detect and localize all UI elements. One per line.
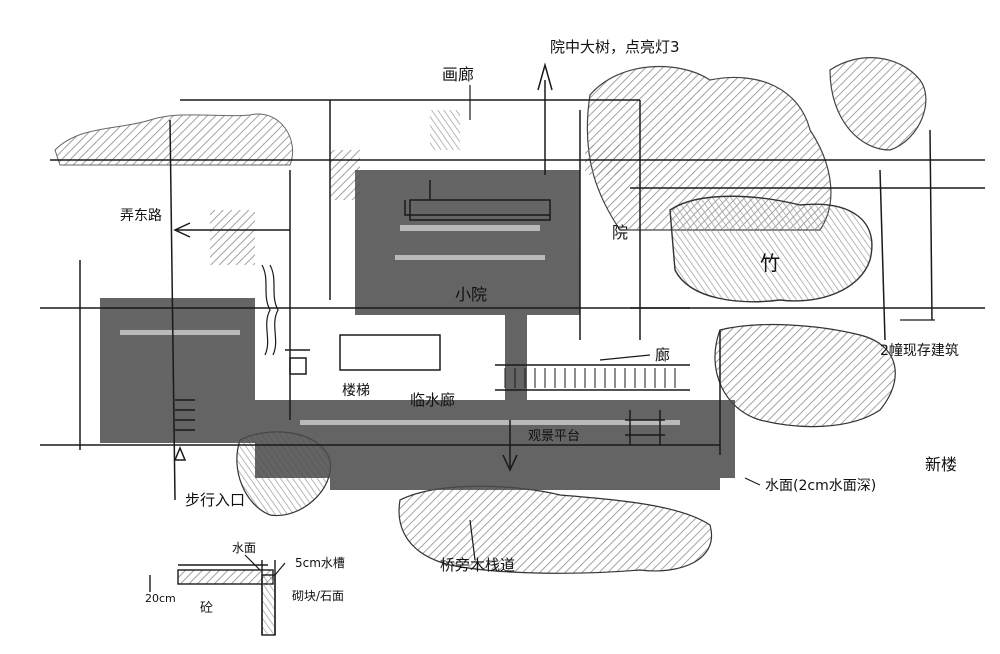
label-entrance: 步行入口	[185, 491, 245, 509]
leader-lines	[244, 85, 935, 576]
label-mtl-wall: 砌块/石面	[292, 589, 344, 603]
label-yard: 院	[612, 223, 628, 242]
sketch-labels: 画廊 院中大树，点亮灯3 弄东路 院 小院 竹 廊 楼梯 临水廊 观景平台 步行…	[120, 38, 959, 616]
building-masses	[100, 170, 735, 490]
label-water-platform: 观景平台	[528, 429, 580, 444]
building-lighter-strokes	[120, 225, 680, 425]
label-gallery: 画廊	[442, 65, 474, 84]
label-mtl-5cm: 5cm水槽	[295, 556, 345, 570]
site-linework	[40, 62, 985, 501]
label-courtyard: 小院	[455, 285, 487, 304]
label-water-gallery: 临水廊	[410, 391, 455, 409]
label-mtl-bottom: 砼	[200, 601, 213, 616]
label-new-building: 新楼	[925, 455, 957, 474]
label-mtl-20cm: 20cm	[145, 592, 176, 605]
section-detail	[149, 560, 276, 636]
label-existing: 2幢现存建筑	[880, 342, 959, 359]
label-side-gallery: 廊	[655, 346, 670, 364]
label-mtl-water: 水面	[232, 541, 256, 555]
stone-path	[261, 264, 279, 356]
label-north-tree: 院中大树，点亮灯3	[550, 38, 680, 56]
label-stair: 楼梯	[342, 383, 370, 399]
label-east-road: 弄东路	[120, 208, 162, 224]
label-boardwalk: 桥旁木栈道	[440, 556, 515, 574]
railing-rhythm	[504, 368, 676, 388]
label-waterfront: 水面(2cm水面深)	[765, 478, 876, 494]
label-bamboo: 竹	[760, 251, 780, 275]
